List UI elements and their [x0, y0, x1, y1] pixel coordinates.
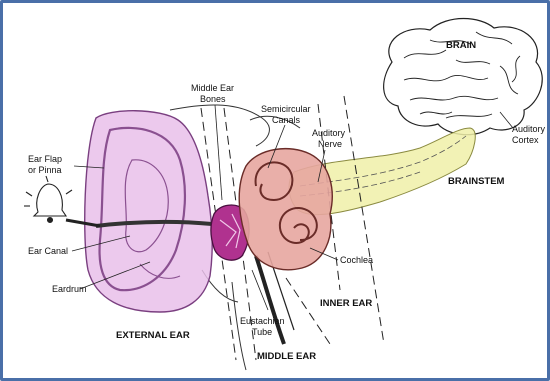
- label-inner-ear: INNER EAR: [320, 298, 372, 309]
- label-eardrum: Eardrum: [52, 284, 87, 294]
- label-auditory-nerve-2: Nerve: [318, 139, 342, 149]
- label-brainstem: BRAINSTEM: [448, 176, 505, 187]
- label-eustachian-tube-1: Eustachian: [240, 316, 285, 326]
- label-middle-ear-bones-2: Bones: [200, 94, 226, 104]
- label-ear-canal: Ear Canal: [28, 246, 68, 256]
- label-auditory-cortex-2: Cortex: [512, 135, 539, 145]
- label-external-ear: EXTERNAL EAR: [116, 330, 190, 341]
- label-middle-ear: MIDDLE EAR: [257, 351, 316, 362]
- label-middle-ear-bones-1: Middle Ear: [191, 83, 234, 93]
- external-ear: [85, 111, 212, 312]
- label-ear-flap-2: or Pinna: [28, 165, 62, 175]
- label-cochlea: Cochlea: [340, 255, 373, 265]
- label-semicircular-canals-1: Semicircular: [261, 104, 311, 114]
- brain-illustration: [384, 19, 543, 135]
- bell-icon: [24, 176, 72, 223]
- label-semicircular-canals-2: Canals: [272, 115, 301, 125]
- label-auditory-cortex-1: Auditory: [512, 124, 546, 134]
- label-ear-flap-1: Ear Flap: [28, 154, 62, 164]
- label-auditory-nerve-1: Auditory: [312, 128, 346, 138]
- label-eustachian-tube-2: Tube: [252, 327, 272, 337]
- label-brain: BRAIN: [446, 40, 476, 51]
